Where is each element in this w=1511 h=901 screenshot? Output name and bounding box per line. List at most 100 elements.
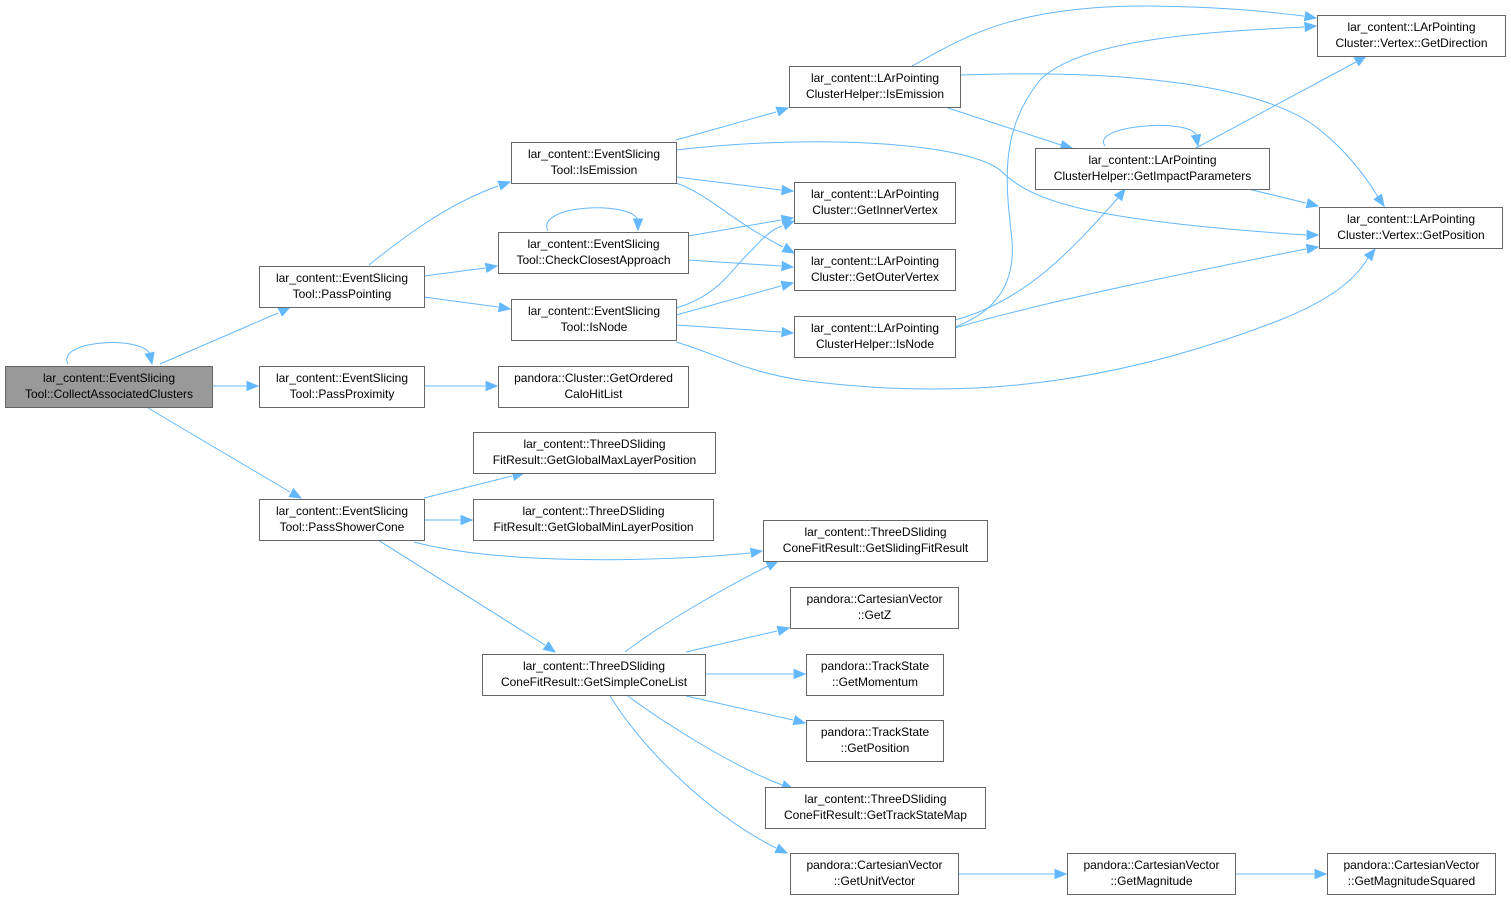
edge-line — [944, 106, 1062, 146]
node-box — [498, 232, 689, 274]
edge-line — [627, 695, 783, 786]
edge-magnitude-to-magnitudeSquared — [1235, 868, 1328, 880]
edge-line — [377, 539, 546, 646]
node-box — [806, 720, 944, 762]
node-label-line: lar_content::LArPointing — [811, 187, 939, 201]
edge-arrowhead — [1363, 247, 1376, 262]
node-label-line: Cluster::Vertex::GetPosition — [1337, 228, 1484, 242]
node-momentum[interactable]: pandora::TrackState::GetMomentum — [806, 654, 944, 696]
node-label-line: Tool::IsEmission — [551, 163, 638, 177]
node-label-line: lar_content::LArPointing — [811, 254, 939, 268]
node-box — [806, 654, 944, 696]
node-innerVertex[interactable]: lar_content::LArPointingCluster::GetInne… — [794, 182, 956, 224]
edge-simpleCone-to-tsPosition — [685, 695, 807, 726]
node-trackStateMap[interactable]: lar_content::ThreeDSlidingConeFitResult:… — [765, 787, 986, 829]
node-box — [763, 520, 988, 562]
node-getZ[interactable]: pandora::CartesianVector::GetZ — [790, 587, 959, 629]
node-passPointing[interactable]: lar_content::EventSlicingTool::PassPoint… — [259, 266, 425, 308]
edge-line — [423, 267, 486, 277]
edge-line — [675, 257, 1369, 390]
node-label-line: ClusterHelper::GetImpactParameters — [1054, 169, 1251, 183]
node-minLayer[interactable]: lar_content::ThreeDSlidingFitResult::Get… — [473, 499, 714, 541]
edge-line — [687, 219, 782, 237]
node-box — [794, 316, 956, 358]
edge-passPointing-to-esIsNode — [423, 296, 512, 313]
edge-line — [423, 475, 513, 499]
edge-arrowhead — [497, 301, 512, 313]
edge-line — [1247, 188, 1307, 204]
node-helperIsNode[interactable]: lar_content::LArPointingClusterHelper::I… — [794, 316, 956, 358]
node-box — [1319, 207, 1503, 249]
edge-line — [675, 324, 782, 333]
edge-arrowhead — [1305, 198, 1320, 209]
node-label-line: lar_content::EventSlicing — [276, 504, 408, 518]
node-passProximity[interactable]: lar_content::EventSlicingTool::PassProxi… — [259, 366, 425, 408]
edge-root-to-passPointing — [159, 306, 292, 365]
edge-arrowhead — [781, 242, 796, 254]
node-box — [5, 366, 213, 408]
node-magnitudeSquared[interactable]: pandora::CartesianVector::GetMagnitudeSq… — [1327, 853, 1496, 895]
node-label-line: ::GetPosition — [841, 741, 910, 755]
node-label-line: ConeFitResult::GetSlidingFitResult — [783, 541, 969, 555]
node-label-line: pandora::TrackState — [821, 725, 930, 739]
edge-arrowhead — [1303, 10, 1318, 22]
node-label-line: pandora::TrackState — [821, 659, 930, 673]
node-label-line: lar_content::EventSlicing — [43, 371, 175, 385]
edge-helperIsNode-to-impactParams — [954, 187, 1126, 321]
edge-esIsNode-to-innerVertex — [675, 220, 796, 309]
node-label-line: Cluster::GetInnerVertex — [812, 203, 937, 217]
edge-root-to-root — [66, 342, 155, 366]
node-vertexPosition[interactable]: lar_content::LArPointingCluster::Vertex:… — [1319, 207, 1503, 249]
node-label-line: ClusterHelper::IsEmission — [806, 87, 944, 101]
edge-esIsNode-to-vertexPosition — [675, 247, 1376, 390]
node-checkClosest[interactable]: lar_content::EventSlicingTool::CheckClos… — [498, 232, 689, 274]
node-label-line: lar_content::EventSlicing — [276, 271, 408, 285]
edge-line — [959, 73, 1379, 198]
node-box — [511, 142, 677, 184]
node-box — [794, 182, 956, 224]
node-box — [1327, 853, 1496, 895]
edge-arrowhead — [765, 560, 780, 571]
edge-esIsEmission-to-helperIsEmission — [675, 106, 790, 141]
node-label-line: pandora::CartesianVector — [806, 592, 942, 606]
node-simpleCone[interactable]: lar_content::ThreeDSlidingConeFitResult:… — [482, 654, 706, 696]
edge-esIsNode-to-outerVertex — [675, 280, 795, 316]
edge-arrowhead — [144, 351, 155, 366]
edge-helperIsEmission-to-direction — [911, 5, 1318, 67]
node-esIsEmission[interactable]: lar_content::EventSlicingTool::IsEmissio… — [511, 142, 677, 184]
node-box — [790, 853, 959, 895]
edge-arrowhead — [497, 180, 512, 191]
node-label-line: lar_content::ThreeDSliding — [522, 504, 664, 518]
node-label-line: lar_content::EventSlicing — [528, 147, 660, 161]
edge-line — [954, 197, 1119, 321]
node-direction[interactable]: lar_content::LArPointingCluster::Vertex:… — [1317, 15, 1506, 57]
node-label-line: pandora::CartesianVector — [1343, 858, 1479, 872]
node-outerVertex[interactable]: lar_content::LArPointingCluster::GetOute… — [794, 249, 956, 291]
node-slidingFit[interactable]: lar_content::ThreeDSlidingConeFitResult:… — [763, 520, 988, 562]
node-tsPosition[interactable]: pandora::TrackState::GetPosition — [806, 720, 944, 762]
node-label-line: lar_content::EventSlicing — [276, 371, 408, 385]
edge-esIsEmission-to-innerVertex — [675, 176, 795, 196]
edge-line — [159, 312, 279, 365]
edge-arrowhead — [542, 641, 557, 653]
edge-arrowhead — [793, 668, 807, 680]
node-label-line: ::GetUnitVector — [834, 874, 915, 888]
edge-passShowerCone-to-minLayer — [424, 514, 474, 526]
node-label-line: ConeFitResult::GetTrackStateMap — [784, 808, 967, 822]
node-label-line: Tool::IsNode — [561, 320, 628, 334]
node-helperIsEmission[interactable]: lar_content::LArPointingClusterHelper::I… — [789, 66, 961, 108]
node-maxLayer[interactable]: lar_content::ThreeDSlidingFitResult::Get… — [473, 432, 716, 474]
node-label-line: pandora::CartesianVector — [806, 858, 942, 872]
edge-helperIsEmission-to-vertexPosition — [959, 73, 1385, 208]
edge-arrowhead — [781, 260, 795, 272]
edge-root-to-passShowerCone — [147, 407, 303, 499]
node-impactParams[interactable]: lar_content::LArPointingClusterHelper::G… — [1035, 148, 1270, 190]
node-magnitude[interactable]: pandora::CartesianVector::GetMagnitude — [1067, 853, 1236, 895]
edge-esIsEmission-to-outerVertex — [675, 182, 796, 254]
node-unitVector[interactable]: pandora::CartesianVector::GetUnitVector — [790, 853, 959, 895]
node-passShowerCone[interactable]: lar_content::EventSlicingTool::PassShowe… — [259, 499, 425, 541]
node-label-line: FitResult::GetGlobalMaxLayerPosition — [493, 453, 696, 467]
